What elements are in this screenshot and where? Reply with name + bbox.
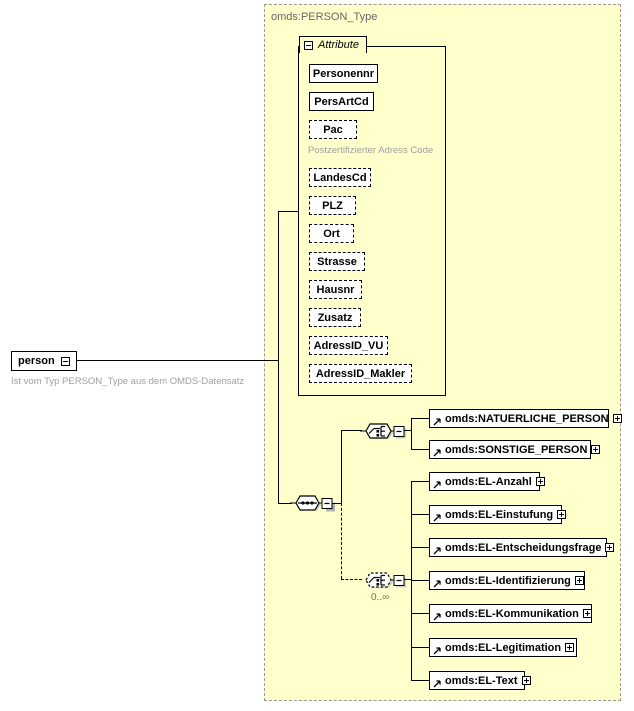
element-label: omds:EL-Legitimation — [445, 641, 562, 654]
attribute-label: AdressID_VU — [313, 339, 384, 352]
element-box-el-anzahl[interactable]: omds:EL-Anzahl — [429, 472, 545, 491]
element-box-el-text[interactable]: omds:EL-Text — [429, 671, 531, 690]
element-label: omds:NATUERLICHE_PERSON — [445, 412, 609, 425]
person-element-box[interactable]: person — [11, 351, 77, 371]
choice-compositor-1[interactable] — [360, 419, 406, 441]
attribute-annotation-pac: Postzertifizierter Adress Code — [308, 145, 434, 156]
element-label: omds:EL-Text — [445, 674, 518, 687]
connector-trunk-sequence — [278, 503, 292, 504]
connector-choice2-to-e2 — [411, 514, 429, 515]
connector-choice1-to-e2 — [411, 449, 429, 450]
attribute-label: Personennr — [312, 67, 375, 80]
connector-branch1-in — [341, 430, 362, 431]
connector-branch2-in — [341, 579, 362, 580]
attribute-label: LandesCd — [313, 171, 367, 184]
element-box-sonstige-person[interactable]: omds:SONSTIGE_PERSON — [429, 440, 601, 459]
element-box-natuerliche-person[interactable]: omds:NATUERLICHE_PERSON — [429, 409, 622, 428]
connector-choice2-to-e3 — [411, 547, 429, 548]
connector-choice1-to-e1 — [411, 418, 429, 419]
connector-sequence-out — [332, 503, 342, 504]
attribute-label: Zusatz — [317, 311, 353, 324]
attribute-tab-label: Attribute — [318, 39, 359, 51]
element-label: omds:EL-Anzahl — [445, 475, 532, 488]
element-label: omds:EL-Identifizierung — [445, 574, 571, 587]
element-label: omds:EL-Einstufung — [445, 508, 554, 521]
person-element-label: person — [18, 355, 55, 367]
connector-branch2-vertical — [341, 503, 342, 579]
attribute-chip-hausnr[interactable]: Hausnr — [309, 280, 362, 299]
attribute-label: AdressID_Makler — [315, 367, 406, 380]
element-reference-icon — [433, 644, 441, 655]
attribute-chip-landescd[interactable]: LandesCd — [309, 168, 371, 187]
connector-choice1-bus — [411, 418, 412, 449]
element-expand-icon[interactable] — [582, 609, 592, 618]
element-reference-icon — [433, 577, 441, 588]
attribute-label: PersArtCd — [314, 95, 369, 108]
element-reference-icon — [433, 677, 441, 688]
attribute-label: Hausnr — [316, 283, 355, 296]
element-label: omds:EL-Entscheidungsfrage — [445, 541, 602, 554]
connector-choice2-to-e4 — [411, 580, 429, 581]
element-box-el-kommunikation[interactable]: omds:EL-Kommunikation — [429, 604, 592, 623]
choice-2-occurrence-label: 0..∞ — [371, 592, 390, 603]
connector-branch1-vertical — [341, 430, 342, 503]
attribute-label: Ort — [323, 227, 340, 240]
attribute-chip-persartcd[interactable]: PersArtCd — [309, 92, 374, 111]
element-reference-icon — [433, 544, 441, 555]
element-box-el-entscheidungsfrage[interactable]: omds:EL-Entscheidungsfrage — [429, 538, 615, 557]
attribute-chip-adressid-vu[interactable]: AdressID_VU — [309, 336, 388, 355]
attribute-collapse-icon[interactable] — [304, 40, 313, 50]
connector-choice2-out — [404, 579, 412, 580]
element-label: omds:SONSTIGE_PERSON — [445, 443, 588, 456]
element-expand-icon[interactable] — [535, 477, 545, 486]
attribute-tab[interactable]: Attribute — [299, 36, 367, 53]
element-expand-icon[interactable] — [605, 543, 615, 552]
element-box-el-identifizierung[interactable]: omds:EL-Identifizierung — [429, 571, 585, 590]
attribute-chip-personennr[interactable]: Personennr — [309, 64, 378, 83]
complex-type-title: omds:PERSON_Type — [271, 11, 378, 23]
element-reference-icon — [433, 511, 441, 522]
connector-person-trunk — [77, 360, 278, 361]
person-annotation: Ist vom Typ PERSON_Type aus dem OMDS-Dat… — [11, 376, 245, 387]
element-reference-icon — [433, 610, 441, 621]
connector-trunk-vertical — [278, 211, 279, 503]
choice-compositor-2[interactable] — [360, 568, 406, 590]
sequence-compositor[interactable] — [290, 492, 336, 514]
element-box-el-einstufung[interactable]: omds:EL-Einstufung — [429, 505, 567, 524]
element-expand-icon[interactable] — [557, 510, 567, 519]
attribute-chip-zusatz[interactable]: Zusatz — [309, 308, 361, 327]
element-expand-icon[interactable] — [591, 445, 601, 454]
attribute-label: Pac — [323, 123, 343, 136]
attribute-chip-pac[interactable]: Pac — [309, 120, 357, 139]
element-expand-icon[interactable] — [565, 643, 575, 652]
attribute-label: PLZ — [322, 199, 343, 212]
connector-choice2-to-e5 — [411, 613, 429, 614]
attribute-chip-strasse[interactable]: Strasse — [309, 252, 365, 271]
attribute-chip-adressid-makler[interactable]: AdressID_Makler — [309, 364, 412, 383]
connector-choice2-to-e7 — [411, 680, 429, 681]
connector-trunk-attributes — [278, 211, 299, 212]
connector-choice2-to-e1 — [411, 481, 429, 482]
element-reference-icon — [433, 478, 441, 489]
element-expand-icon[interactable] — [521, 676, 531, 685]
attribute-chip-ort[interactable]: Ort — [309, 224, 354, 243]
connector-choice2-bus — [411, 481, 412, 681]
element-expand-icon[interactable] — [612, 414, 622, 423]
element-reference-icon — [433, 446, 441, 457]
connector-choice2-to-e6 — [411, 647, 429, 648]
element-reference-icon — [433, 415, 441, 426]
element-expand-icon[interactable] — [574, 576, 584, 585]
person-collapse-icon[interactable] — [60, 356, 70, 366]
attribute-label: Strasse — [317, 255, 357, 268]
connector-choice1-out — [404, 430, 412, 431]
element-label: omds:EL-Kommunikation — [445, 607, 579, 620]
attribute-chip-plz[interactable]: PLZ — [309, 196, 356, 215]
element-box-el-legitimation[interactable]: omds:EL-Legitimation — [429, 638, 577, 657]
